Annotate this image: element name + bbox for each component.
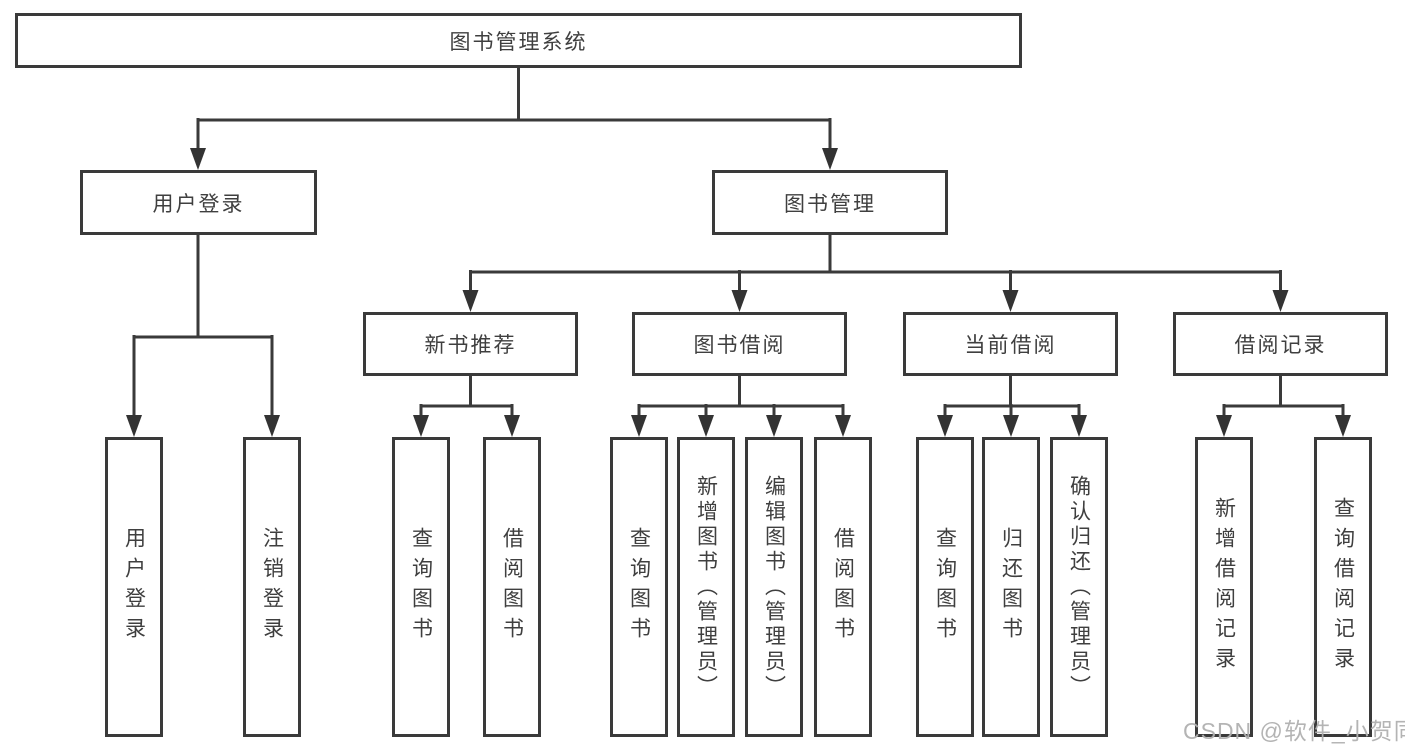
arrow-down-icon xyxy=(1335,415,1351,437)
book-borrowing-children-connector xyxy=(631,376,851,437)
arrow-down-icon xyxy=(731,290,748,312)
arrow-down-icon xyxy=(766,415,782,437)
leaf-records-query-borrow-record: 查询借阅记录 xyxy=(1314,437,1372,737)
root-to-level2-connector xyxy=(190,68,838,170)
arrow-down-icon xyxy=(631,415,647,437)
arrow-down-icon xyxy=(1216,415,1232,437)
csdn-watermark: CSDN @软件_小贺同学 xyxy=(1183,718,1405,744)
user-login-children-connector xyxy=(126,235,280,437)
arrow-down-icon xyxy=(822,148,838,170)
arrow-down-icon xyxy=(1071,415,1087,437)
leaf-current-query-books: 查询图书 xyxy=(916,437,974,737)
arrow-down-icon xyxy=(462,290,479,312)
book-management-children-connector xyxy=(462,235,1289,312)
arrow-down-icon xyxy=(264,415,280,437)
leaf-recommend-query-books: 查询图书 xyxy=(392,437,450,737)
arrow-down-icon xyxy=(413,415,429,437)
arrow-down-icon xyxy=(835,415,851,437)
arrow-down-icon xyxy=(126,415,142,437)
node-user-login: 用户登录 xyxy=(80,170,317,235)
borrow-records-children-connector xyxy=(1216,376,1351,437)
leaf-logout-login: 注销登录 xyxy=(243,437,301,737)
node-book-management: 图书管理 xyxy=(712,170,948,235)
node-book-borrowing: 图书借阅 xyxy=(632,312,847,376)
new-book-recommendation-children-connector xyxy=(413,376,520,437)
leaf-current-return-books: 归还图书 xyxy=(982,437,1040,737)
leaf-borrowing-borrow-books: 借阅图书 xyxy=(814,437,872,737)
arrow-down-icon xyxy=(1272,290,1289,312)
leaf-borrowing-edit-books-admin: 编辑图书（管理员） xyxy=(745,437,803,737)
arrow-down-icon xyxy=(1003,415,1019,437)
arrow-down-icon xyxy=(1002,290,1019,312)
leaf-borrowing-query-books: 查询图书 xyxy=(610,437,668,737)
arrow-down-icon xyxy=(937,415,953,437)
leaf-recommend-borrow-books: 借阅图书 xyxy=(483,437,541,737)
arrow-down-icon xyxy=(190,148,206,170)
leaf-current-confirm-return-admin: 确认归还（管理员） xyxy=(1050,437,1108,737)
leaf-user-login: 用户登录 xyxy=(105,437,163,737)
leaf-borrowing-add-books-admin: 新增图书（管理员） xyxy=(677,437,735,737)
node-library-management-system: 图书管理系统 xyxy=(15,13,1022,68)
node-new-book-recommendation: 新书推荐 xyxy=(363,312,578,376)
node-current-borrowing: 当前借阅 xyxy=(903,312,1118,376)
leaf-records-add-borrow-record: 新增借阅记录 xyxy=(1195,437,1253,737)
arrow-down-icon xyxy=(698,415,714,437)
arrow-down-icon xyxy=(504,415,520,437)
node-borrow-records: 借阅记录 xyxy=(1173,312,1388,376)
current-borrowing-children-connector xyxy=(937,376,1087,437)
